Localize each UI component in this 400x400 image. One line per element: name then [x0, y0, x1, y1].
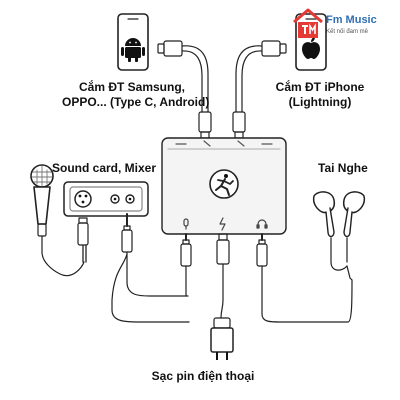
microphone-icon — [30, 164, 85, 277]
mackie-running-man-logo-icon — [209, 169, 239, 199]
power-input-cable — [216, 233, 230, 319]
mixer-device — [161, 137, 287, 235]
label-android-phone: Cắm ĐT Samsung, OPPO... (Type C, Android… — [62, 80, 210, 110]
label-iphone: Cắm ĐT iPhone (Lightning) — [268, 80, 372, 110]
label-android-line-2: OPPO... (Type C, Android) — [62, 95, 210, 109]
label-android-line-1: Cắm ĐT Samsung, — [78, 80, 186, 94]
label-soundcard: Sound card, Mixer — [52, 161, 157, 175]
trs-cable — [111, 213, 190, 323]
house-logo-icon — [293, 8, 323, 38]
brand-tagline: Kết nối đam mê — [326, 29, 369, 35]
android-logo-icon — [121, 38, 145, 62]
label-charger: Sạc pin điện thoại — [151, 369, 255, 383]
wall-charger-icon — [210, 317, 234, 360]
xlr-jack-soundcard-icon — [63, 181, 149, 217]
earbuds-icon — [312, 191, 366, 281]
headphone-output-cable — [256, 233, 353, 323]
port-icons — [183, 217, 268, 231]
xlr-cable — [77, 217, 89, 263]
android-phone — [117, 13, 149, 71]
brand-logo: Fm Music Kết nối đam mê — [292, 6, 398, 46]
label-headphones: Tai Nghe — [318, 161, 368, 175]
apple-logo-icon — [302, 37, 320, 59]
label-iphone-line-1: Cắm ĐT iPhone — [275, 80, 365, 94]
brand-name: Fm Music — [326, 14, 377, 26]
label-iphone-line-2: (Lightning) — [288, 95, 352, 109]
mic-input-cable — [180, 233, 192, 297]
lightning-cable — [232, 40, 287, 139]
